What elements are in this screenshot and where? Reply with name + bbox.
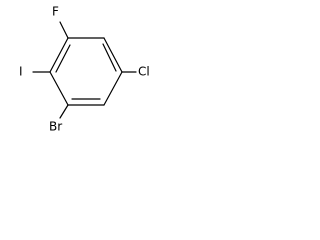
- ring-bond-c2-c3: [103, 37, 123, 73]
- ring-bond-c3-c4: [103, 71, 123, 106]
- ring-double-bond-c6-c1: [55, 44, 71, 73]
- bond-to-fluorine: [59, 21, 69, 39]
- chlorine-atom-label: Cl: [138, 65, 150, 79]
- bond-to-bromine: [59, 104, 69, 119]
- ring-double-bond-c2-c3: [102, 43, 117, 72]
- molecule-structure-diagram: F I Cl Br: [19, 5, 150, 134]
- bromine-atom-label: Br: [49, 120, 62, 134]
- fluorine-atom-label: F: [52, 5, 59, 19]
- ring-bond-c5-c6: [49, 71, 69, 106]
- ring-bond-c6-c1: [49, 37, 69, 73]
- iodine-atom-label: I: [19, 65, 23, 79]
